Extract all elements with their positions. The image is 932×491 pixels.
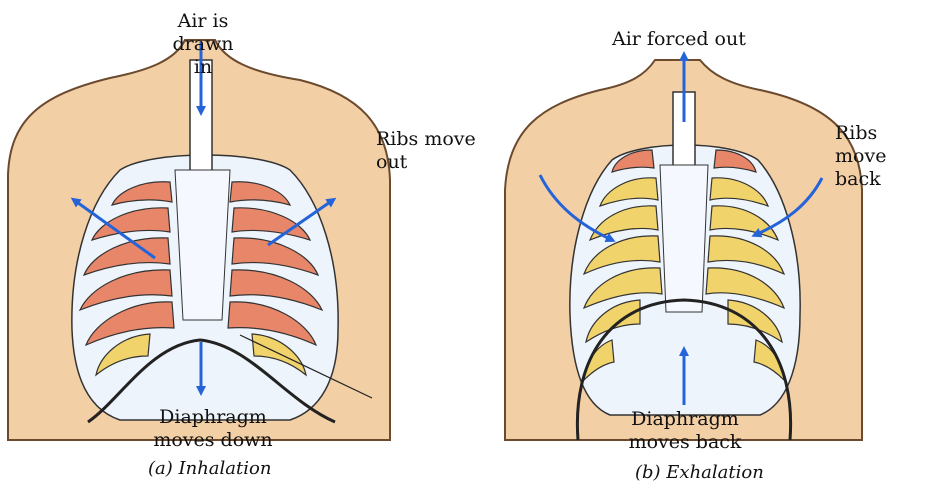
diaphragm-label-line2: moves down <box>150 429 276 452</box>
ribs-move-out-label: Ribs move out <box>376 128 476 174</box>
exhalation-caption: (b) Exhalation <box>635 462 764 483</box>
diaphragm-label-line1: Diaphragm <box>150 406 276 429</box>
sternum-inhale <box>175 170 230 320</box>
ribs-label-line2: out <box>376 151 476 174</box>
ribs-back-line2: back <box>835 168 932 191</box>
ribs-label-line1: Ribs move <box>376 128 476 151</box>
air-label-line1: Air is <box>168 10 238 33</box>
diaphragm-back-line2: moves back <box>620 431 750 454</box>
air-forced-out-label: Air forced out <box>612 28 746 51</box>
diaphragm-moves-back-label: Diaphragm moves back <box>620 408 750 454</box>
diaphragm-moves-down-label: Diaphragm moves down <box>150 406 276 452</box>
air-drawn-in-label: Air is drawn in <box>168 10 238 79</box>
exhalation-panel <box>505 55 862 440</box>
diaphragm-back-line1: Diaphragm <box>620 408 750 431</box>
inhalation-caption: (a) Inhalation <box>148 458 271 479</box>
ribs-move-back-label: Ribs move back <box>835 122 932 191</box>
ribs-back-line1: Ribs move <box>835 122 932 168</box>
sternum-exhale <box>660 165 708 312</box>
air-label-line2: drawn in <box>168 33 238 79</box>
inhalation-panel <box>8 40 390 440</box>
